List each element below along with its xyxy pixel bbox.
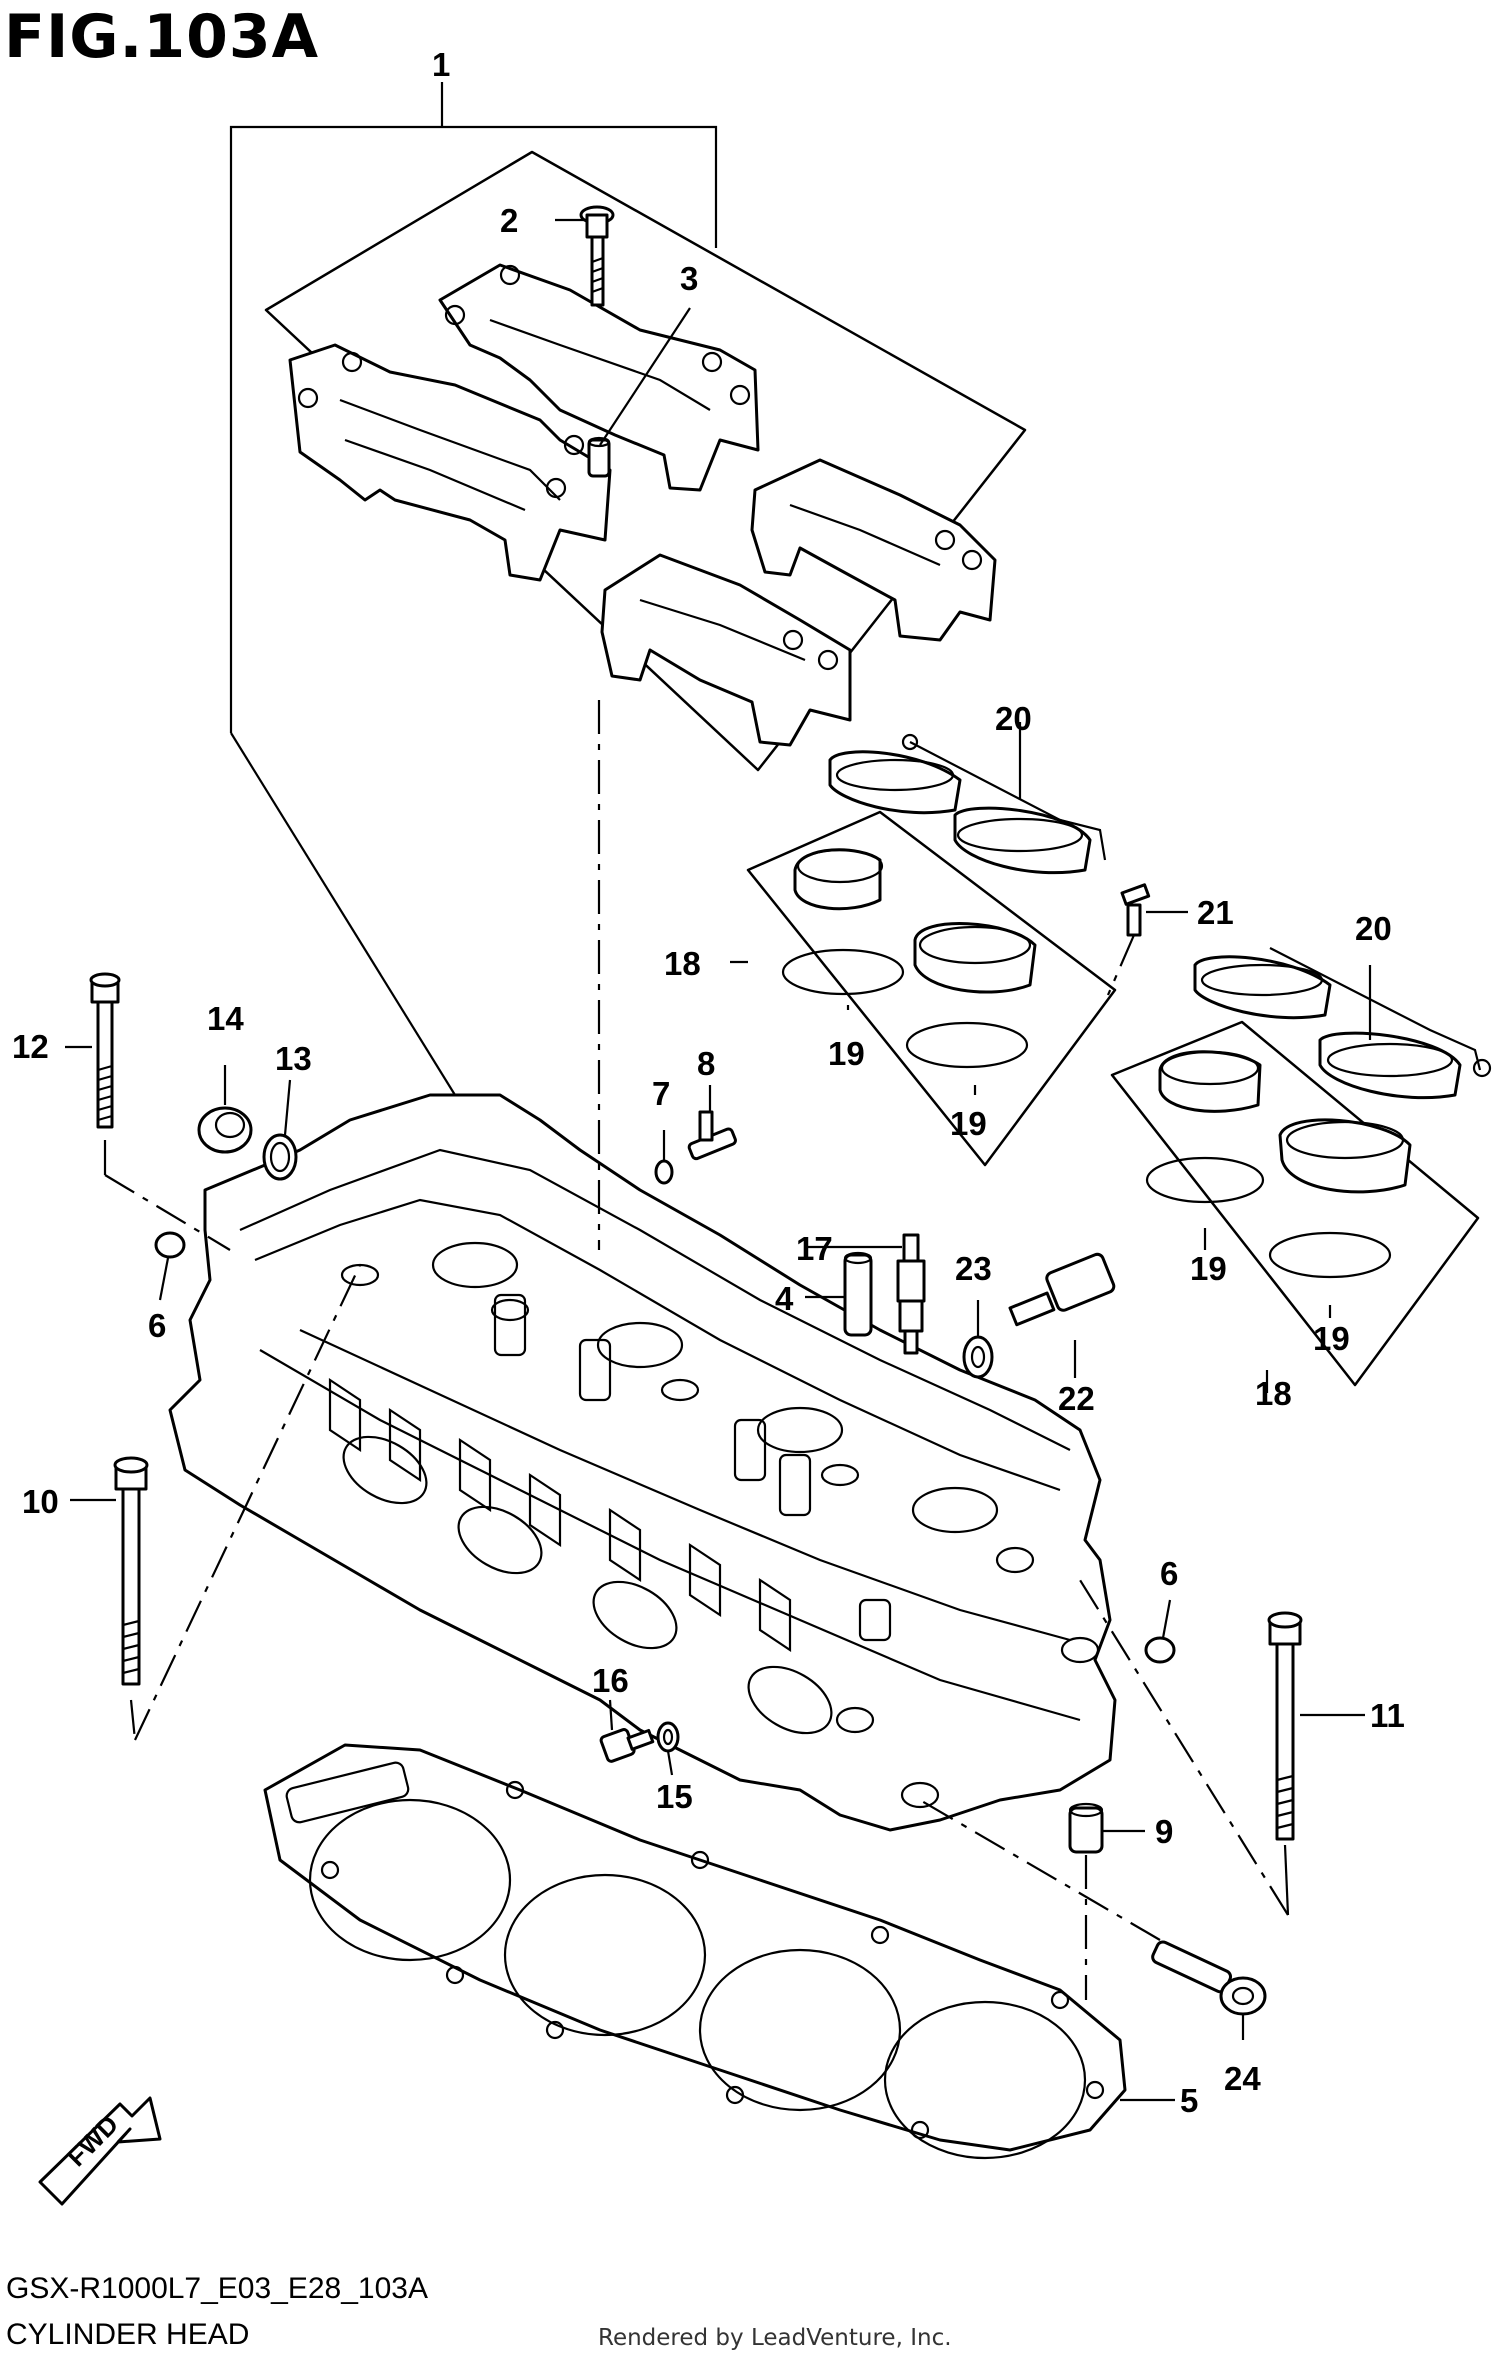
diagram-code: GSX-R1000L7_E03_E28_103A	[6, 2272, 428, 2305]
figure-title: FIG.103A	[4, 2, 320, 72]
callout-19: 19	[1190, 1250, 1227, 1287]
cylinder-head-bolt-11	[1267, 1611, 1303, 1841]
callout-23: 23	[955, 1250, 992, 1287]
gasket-washer	[262, 1133, 298, 1181]
callout-20: 20	[1355, 910, 1392, 947]
diagram-caption: CYLINDER HEAD	[6, 2318, 250, 2351]
callout-7: 7	[652, 1075, 670, 1112]
lead-lines	[65, 218, 1372, 2102]
cylinder-head-bolt-10	[113, 1456, 149, 1686]
assembly-bracket	[229, 82, 718, 1096]
sensor-8	[687, 1110, 737, 1161]
dowel-pin	[587, 436, 611, 478]
camshaft-holder	[438, 263, 760, 492]
callout-labels: 1 2 3 4 5 6 6 7 8 9 10 11 12 13 14 15 16…	[12, 46, 1405, 2119]
camshaft-holder-set	[264, 150, 1027, 772]
callout-6: 6	[148, 1307, 166, 1344]
callout-12: 12	[12, 1028, 49, 1065]
bolt-24	[1151, 1940, 1267, 2016]
forward-arrow-icon: FWD	[38, 2096, 162, 2206]
callout-17: 17	[796, 1230, 833, 1267]
callout-21: 21	[1197, 894, 1234, 931]
valve-guide	[843, 1251, 873, 1337]
intake-pipe-set-right	[1110, 947, 1492, 1387]
callout-11: 11	[1370, 1697, 1405, 1734]
callout-8: 8	[697, 1045, 715, 1082]
callout-13: 13	[275, 1040, 312, 1077]
cylinder-head-gasket	[263, 1743, 1127, 2160]
bolt-16	[599, 1728, 655, 1763]
cylinder-head-bolt-12	[89, 972, 121, 1129]
callout-1: 1	[432, 46, 450, 83]
callout-18: 18	[664, 945, 701, 982]
callout-20: 20	[995, 700, 1032, 737]
callout-14: 14	[207, 1000, 244, 1037]
camshaft-holder	[288, 343, 612, 582]
callout-19: 19	[1313, 1320, 1350, 1357]
callout-10: 10	[22, 1483, 59, 1520]
callout-6: 6	[1160, 1555, 1178, 1592]
callout-18: 18	[1255, 1375, 1292, 1412]
render-credit: Rendered by LeadVenture, Inc.	[598, 2325, 952, 2351]
callout-5: 5	[1180, 2082, 1198, 2119]
callout-22: 22	[1058, 1380, 1095, 1417]
callout-16: 16	[592, 1662, 629, 1699]
temperature-sensor	[1008, 1252, 1116, 1327]
dowel-9	[1068, 1802, 1104, 1854]
callout-15: 15	[656, 1778, 693, 1815]
plug-6-left	[154, 1231, 186, 1259]
callout-9: 9	[1155, 1813, 1173, 1850]
sealing-washer	[962, 1335, 994, 1379]
callout-3: 3	[680, 260, 698, 297]
callout-2: 2	[500, 202, 518, 239]
o-ring	[654, 1159, 674, 1185]
callout-19: 19	[950, 1105, 987, 1142]
screw-21	[1120, 883, 1151, 937]
callout-19: 19	[828, 1035, 865, 1072]
camshaft-holder	[750, 458, 997, 642]
cap-plug	[197, 1106, 253, 1154]
callout-24: 24	[1224, 2060, 1261, 2097]
washer-15	[656, 1721, 680, 1753]
holder-bolt	[579, 205, 615, 307]
callout-4: 4	[775, 1280, 794, 1317]
cylinder-head	[168, 1093, 1117, 1832]
intake-pipe-set-left	[746, 733, 1117, 1167]
spark-plug	[896, 1233, 926, 1355]
camshaft-holder	[600, 553, 852, 747]
plug-6-right	[1144, 1636, 1176, 1664]
